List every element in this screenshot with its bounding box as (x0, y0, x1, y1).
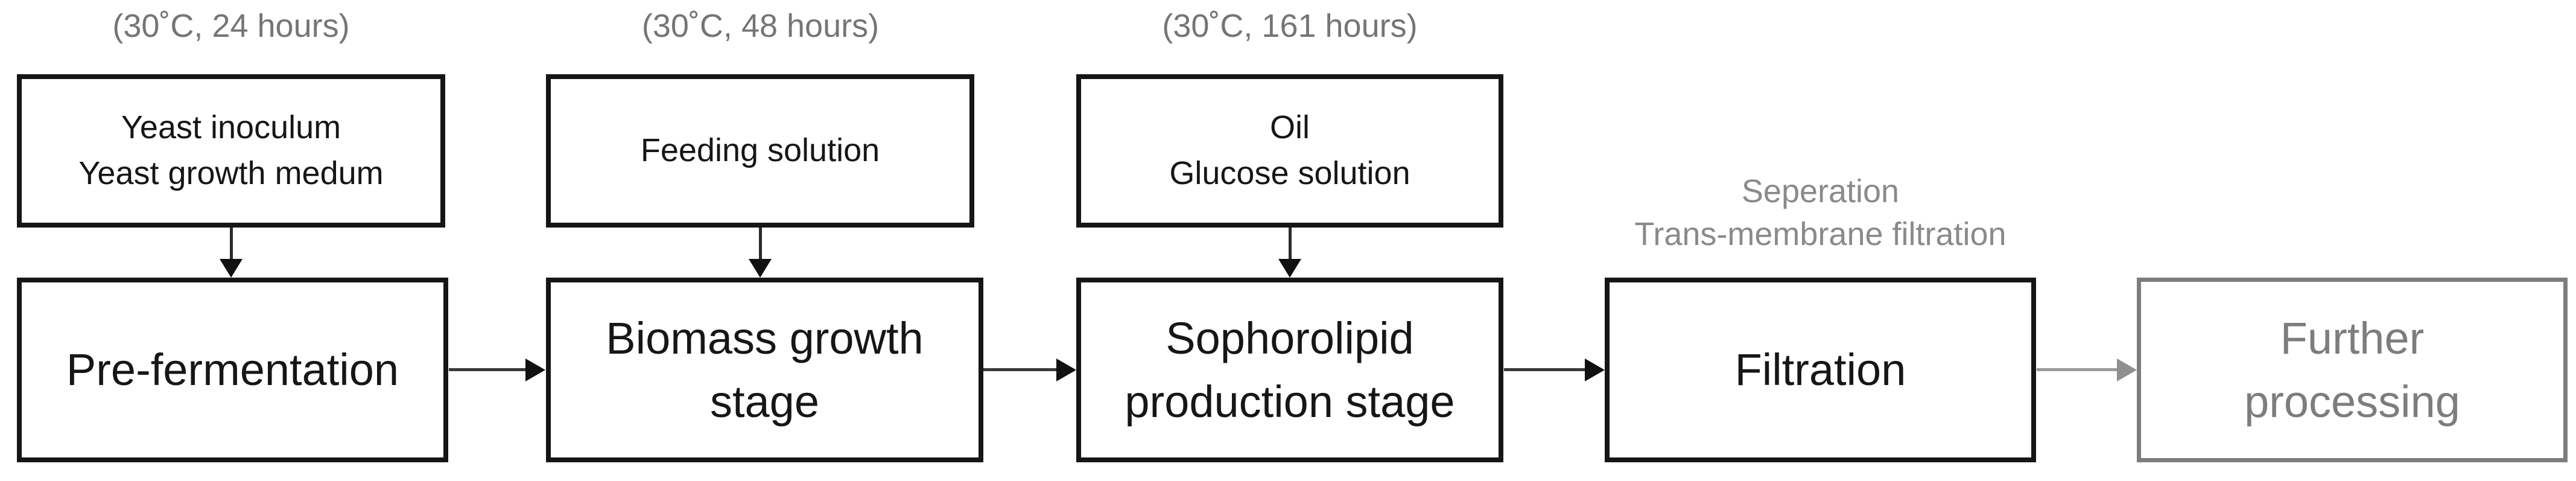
arrow-right-icon (1585, 358, 1605, 381)
arrow-right-icon (1056, 358, 1076, 381)
arrow-line (759, 228, 762, 259)
arrow-line (1289, 228, 1292, 259)
input-box-feeding-solution: Feeding solution (546, 74, 974, 228)
stage-box-filtration: Filtration (1605, 278, 2036, 462)
input-box-yeast-inoculum: Yeast inoculum Yeast growth medum (17, 74, 445, 228)
arrow-down-icon (749, 259, 772, 278)
arrow-line (449, 368, 525, 371)
condition-label-biomass-growth: (30˚C, 48 hours) (641, 8, 880, 44)
arrow-line (1504, 368, 1585, 371)
arrow-line (983, 368, 1056, 371)
arrow-line (230, 228, 233, 259)
arrow-down-icon (220, 259, 243, 278)
stage-box-pre-fermentation: Pre-fermentation (17, 278, 448, 462)
stage-box-further-processing: Further processing (2137, 278, 2568, 462)
arrow-right-icon (2117, 358, 2137, 381)
input-box-oil-glucose: Oil Glucose solution (1076, 74, 1503, 228)
condition-label-pre-fermentation: (30˚C, 24 hours) (112, 8, 350, 44)
arrow-right-icon (525, 358, 545, 381)
arrow-down-icon (1278, 259, 1301, 278)
note-label-separation: Seperation Trans-membrane filtration (1634, 173, 2007, 253)
condition-label-sophorolipid-production: (30˚C, 161 hours) (1162, 8, 1418, 44)
stage-box-sophorolipid-production: Sophorolipid production stage (1076, 278, 1503, 462)
stage-box-biomass-growth: Biomass growth stage (546, 278, 983, 462)
arrow-line (2037, 368, 2117, 371)
